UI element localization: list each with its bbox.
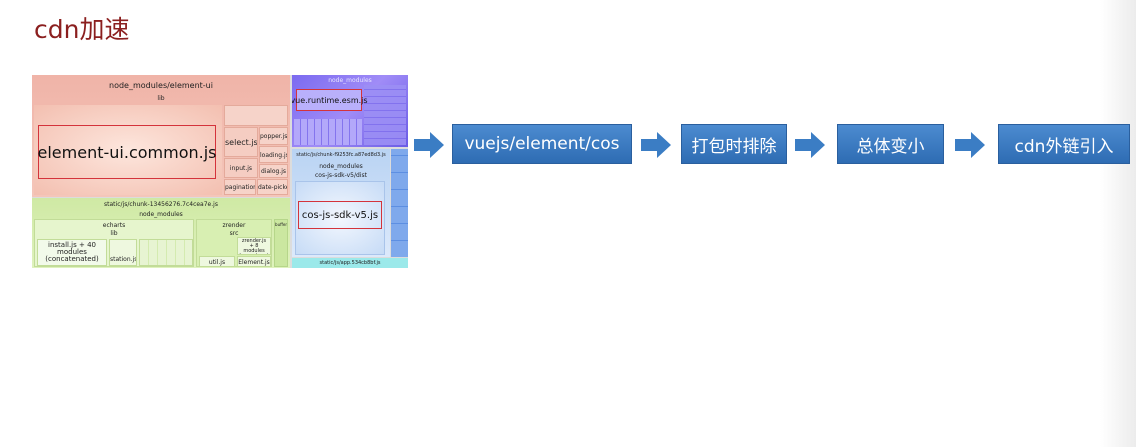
slide-title: cdn加速 xyxy=(34,15,130,44)
step-overall-smaller: 总体变小 xyxy=(837,124,944,164)
zrender-src-label: src xyxy=(229,230,239,237)
element-piece-4: pagination.js xyxy=(224,179,256,195)
zrender-concat-block: zrender.js + 8 modules (concatenated) xyxy=(237,237,271,255)
app-bundle-label: static/js/app.534cb8bf.js xyxy=(319,260,381,266)
cos-main-area xyxy=(295,181,385,255)
zrender-label: zrender xyxy=(222,222,246,229)
step-4-label: cdn外链引入 xyxy=(1014,136,1114,157)
echarts-small-files xyxy=(139,239,193,266)
bundle-treemap: node_modules/element-ui lib element-ui.c… xyxy=(32,75,408,268)
vue-grid-files xyxy=(294,119,362,145)
step-exclude-when-building: 打包时排除 xyxy=(681,124,787,164)
right-edge-shade xyxy=(1100,0,1136,447)
echarts-lib-label: lib xyxy=(110,230,118,237)
step-2-label: 打包时排除 xyxy=(691,136,777,157)
step-cdn-external-link: cdn外链引入 xyxy=(998,124,1130,164)
app-bundle-block: static/js/app.534cb8bf.js xyxy=(292,258,408,268)
element-piece-5-label: date-picker.js xyxy=(258,184,287,191)
buffer-label: buffer xyxy=(275,222,287,227)
element-misc-top xyxy=(224,105,288,126)
misc-files-column xyxy=(391,149,408,257)
vue-small-files xyxy=(364,85,406,145)
element-input-block: input.js xyxy=(224,158,258,178)
echarts-install-block: install.js + 40 modules (concatenated) xyxy=(37,239,107,266)
element-piece-3-label: dialog.js xyxy=(261,168,286,175)
element-ui-common-box: element-ui.common.js xyxy=(37,125,217,179)
element-ui-lib-label: lib xyxy=(157,95,165,102)
step-3-label: 总体变小 xyxy=(856,136,925,157)
echarts-chunk-label: static/js/chunk-13456276.7c4cea7e.js xyxy=(104,201,218,208)
cos-sdk-box: cos-js-sdk-v5.js xyxy=(298,201,382,229)
arrow-icon xyxy=(795,132,825,158)
arrow-icon xyxy=(955,132,985,158)
zrender-element-label: Element.js xyxy=(238,259,270,266)
element-piece-4-label: pagination.js xyxy=(225,184,255,191)
zrender-block: zrender src zrender.js + 8 modules (conc… xyxy=(196,219,272,267)
zrender-util-label: util.js xyxy=(208,259,226,266)
element-ui-group-label: node_modules/element-ui xyxy=(109,81,213,90)
arrow-icon xyxy=(414,132,444,158)
step-1-label: vuejs/element/cos xyxy=(464,134,620,154)
echarts-station-label: station.js xyxy=(110,256,137,263)
vue-runtime-box: vue.runtime.esm.js xyxy=(292,89,368,111)
element-piece-2-label: loading.js xyxy=(260,152,288,159)
cos-modules-label: node_modules xyxy=(319,163,363,170)
step-vuejs-element-cos: vuejs/element/cos xyxy=(452,124,632,164)
vue-runtime-label: vue.runtime.esm.js xyxy=(292,95,368,105)
vue-modules-block: node_modules vue.runtime.esm.js xyxy=(292,75,408,147)
arrow-icon xyxy=(641,132,671,158)
vue-modules-label: node_modules xyxy=(328,77,372,84)
element-main-area xyxy=(34,105,222,195)
element-ui-common-label: element-ui.common.js xyxy=(37,142,217,162)
echarts-label: echarts xyxy=(102,222,126,229)
cos-dir-label: cos-js-sdk-v5/dist xyxy=(315,172,367,179)
element-select-block: select.js xyxy=(224,127,258,157)
echarts-install-label: install.js + 40 modules (concatenated) xyxy=(45,241,99,263)
element-piece-3: dialog.js xyxy=(259,164,288,178)
echarts-chunk: static/js/chunk-13456276.7c4cea7e.js nod… xyxy=(32,198,290,268)
element-piece-5: date-picker.js xyxy=(257,179,288,195)
echarts-chunk-modules-label: node_modules xyxy=(139,211,183,218)
element-piece-1-label: popper.js xyxy=(260,133,288,140)
element-select-label: select.js xyxy=(225,138,258,147)
element-ui-group: node_modules/element-ui lib element-ui.c… xyxy=(32,75,290,197)
zrender-concat-label: zrender.js + 8 modules (concatenated) xyxy=(239,238,270,255)
cos-sdk-label: cos-js-sdk-v5.js xyxy=(301,209,379,221)
echarts-block: echarts lib install.js + 40 modules (con… xyxy=(34,219,194,267)
element-piece-1: popper.js xyxy=(259,127,288,145)
element-piece-2: loading.js xyxy=(259,146,288,163)
cos-chunk: static/js/chunk-f9253fc.a87ed8d3.js node… xyxy=(292,149,390,257)
element-input-label: input.js xyxy=(229,165,253,172)
zrender-util-block: util.js xyxy=(199,256,235,266)
echarts-station-block: station.js xyxy=(109,239,137,266)
cos-chunk-label: static/js/chunk-f9253fc.a87ed8d3.js xyxy=(296,152,386,158)
zrender-element-block: Element.js xyxy=(237,256,271,266)
buffer-block: buffer xyxy=(274,219,288,267)
